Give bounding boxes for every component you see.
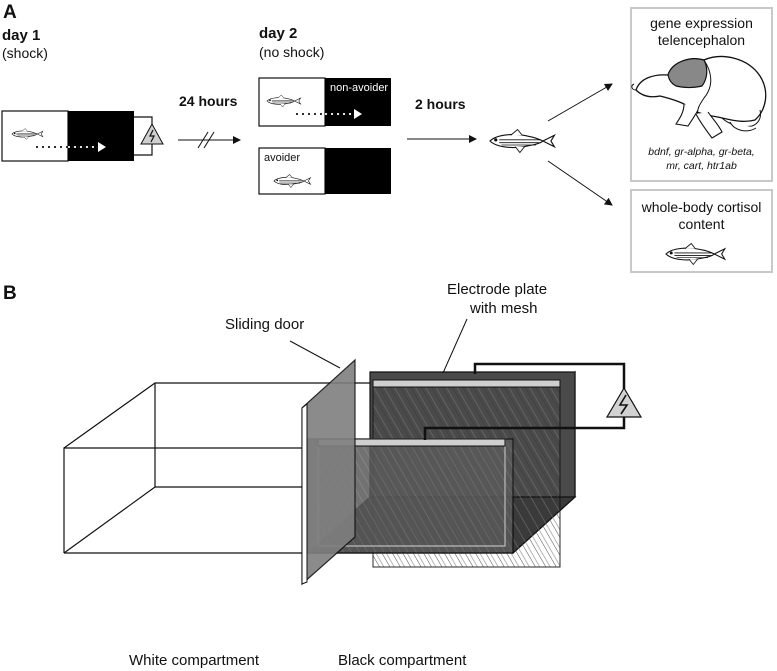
day2-avoider-box [258, 147, 391, 195]
day1-shuttle-box [1, 110, 164, 162]
day1-black-compartment [68, 111, 134, 161]
sliding-door-label: Sliding door [225, 316, 305, 333]
electrode-leader [442, 318, 468, 374]
shock-generator-icon [605, 386, 643, 418]
day2-subtitle: (no shock) [259, 44, 325, 60]
white-compartment-label: White compartment [129, 652, 260, 669]
cortisol-line2: content [678, 216, 725, 232]
panel-b-letter: B [3, 283, 17, 304]
day2-non-avoider-box [258, 77, 391, 127]
gene-box-title-line1: gene expression [650, 15, 753, 31]
shock-generator-icon [140, 122, 164, 145]
gene-box-title-line2: telencephalon [657, 32, 746, 48]
black-compartment-label: Black compartment [338, 652, 467, 669]
shuttle-tank-apparatus [63, 318, 643, 586]
cortisol-line1: whole-body cortisol [641, 199, 762, 215]
gene-list-line1: bdnf, gr-alpha, gr-beta, [648, 146, 755, 158]
electrode-plate-label-line1: Electrode plate [447, 281, 548, 298]
brain-icon [631, 55, 767, 139]
non-avoider-label: non-avoider [330, 82, 389, 94]
interval-2-hours: 2 hours [415, 96, 466, 112]
day1-title: day 1 [2, 27, 41, 44]
interval-24-hours: 24 hours [179, 93, 238, 109]
avoider-label: avoider [264, 152, 301, 164]
panel-a-letter: A [3, 2, 17, 23]
day1-white-compartment [1, 110, 69, 162]
electrode-plate-label-line2: with mesh [470, 300, 538, 317]
gene-list-line2: mr, cart, htr1ab [666, 160, 737, 172]
zebrafish-icon [489, 128, 555, 154]
day2-title: day 2 [259, 25, 298, 42]
day1-subtitle: (shock) [2, 45, 48, 61]
sliding-door-leader [289, 340, 341, 369]
